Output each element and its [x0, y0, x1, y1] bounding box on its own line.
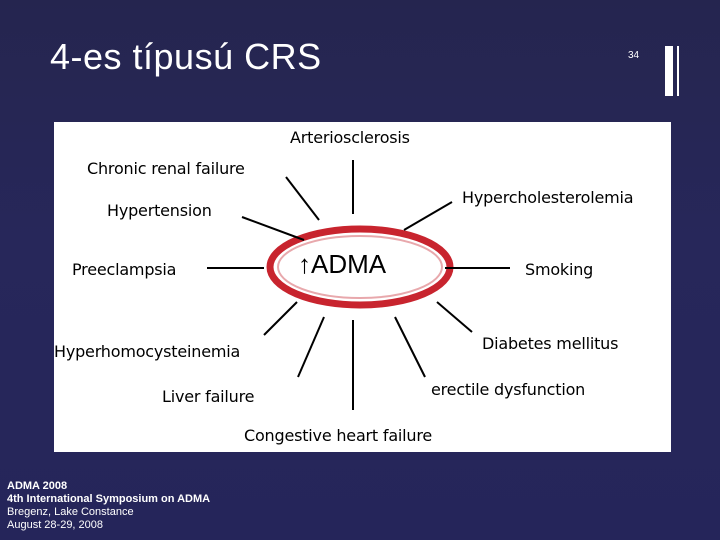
center-label: ↑ADMA: [298, 249, 386, 280]
label-preeclampsia: Preeclampsia: [72, 260, 177, 279]
label-chronic-renal-failure: Chronic renal failure: [87, 159, 245, 178]
connector-bottom-right-1: [436, 301, 473, 333]
up-arrow-icon: ↑: [298, 249, 311, 279]
center-ellipse-inner: [277, 235, 443, 299]
adma-diagram: ↑ADMA Arteriosclerosis Chronic renal fai…: [54, 122, 671, 452]
footer-line-3: Bregenz, Lake Constance: [7, 506, 134, 518]
connector-top-right: [403, 201, 453, 231]
footer-line-2: 4th International Symposium on ADMA: [7, 493, 211, 505]
footer-line-1: ADMA 2008: [7, 480, 68, 492]
label-arteriosclerosis: Arteriosclerosis: [290, 128, 410, 147]
footer-info: ADMA 2008 4th International Symposium on…: [7, 480, 210, 532]
connector-top-left-1: [285, 176, 320, 221]
page-number: 34: [628, 50, 640, 61]
label-hypercholesterolemia: Hypercholesterolemia: [462, 188, 634, 207]
connector-bottom-left-1: [263, 301, 298, 336]
connector-bottom-left-2: [297, 316, 325, 378]
center-text: ADMA: [311, 249, 387, 279]
decorative-bar-thick: [665, 46, 673, 96]
label-congestive-heart-failure: Congestive heart failure: [244, 426, 433, 445]
label-hyperhomocysteinemia: Hyperhomocysteinemia: [54, 342, 241, 361]
footer-line-4: August 28-29, 2008: [7, 519, 104, 531]
label-diabetes-mellitus: Diabetes mellitus: [482, 334, 619, 353]
decorative-bar-thin: [677, 46, 679, 96]
connector-top-left-2: [241, 216, 305, 241]
slide-title: 4-es típusú CRS: [50, 36, 322, 77]
diagram-connectors: [207, 160, 510, 410]
label-liver-failure: Liver failure: [162, 387, 255, 406]
connector-bottom-right-2: [394, 316, 426, 378]
label-erectile-dysfunction: erectile dysfunction: [431, 380, 586, 399]
label-smoking: Smoking: [525, 260, 594, 279]
label-hypertension: Hypertension: [107, 201, 212, 220]
